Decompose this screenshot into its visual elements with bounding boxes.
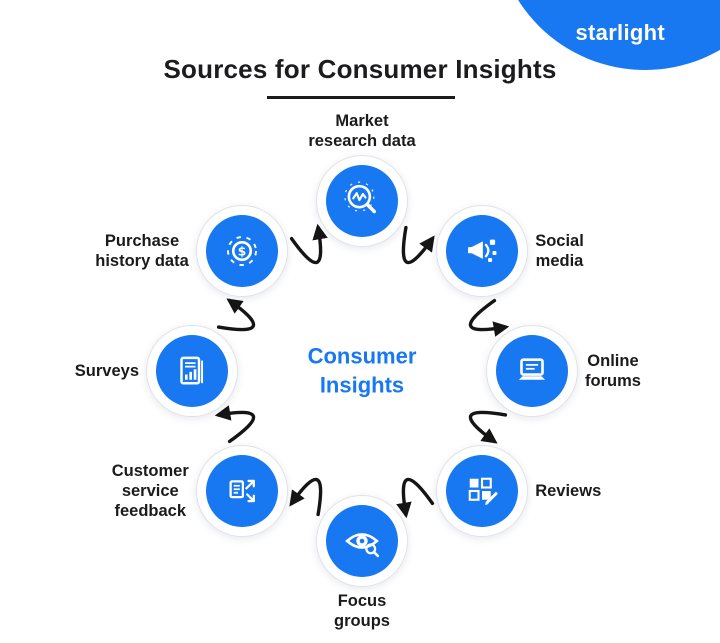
online-forums-label: Online forums xyxy=(585,351,641,390)
title-underline xyxy=(267,96,455,99)
node-market-research-data xyxy=(316,155,408,247)
documents-arrows-icon xyxy=(229,480,255,503)
survey-document-icon xyxy=(180,356,204,385)
node-purchase-history-data: $ xyxy=(195,204,288,297)
node-online-forums xyxy=(486,325,578,417)
surveys-circle xyxy=(156,335,228,407)
social-media-label: Social media xyxy=(535,231,584,270)
center-label-line2: Insights xyxy=(319,372,405,397)
focus-groups-label: Focus groups xyxy=(334,592,390,631)
customer-service-feedback-label: Customer service feedback xyxy=(111,462,189,521)
reviews-circle xyxy=(446,455,519,528)
page-title: Sources for Consumer Insights xyxy=(163,54,557,84)
reviews-label: Reviews xyxy=(535,482,602,501)
social-media-circle xyxy=(446,214,519,287)
laptop-icon xyxy=(518,358,546,380)
node-customer-service-feedback xyxy=(195,445,288,538)
svg-text:$: $ xyxy=(238,244,247,258)
purchase-history-data-circle: $ xyxy=(205,214,278,287)
purchase-history-data-label: Purchase history data xyxy=(95,231,189,270)
brand-logo-text: starlight xyxy=(575,20,665,45)
surveys-label: Surveys xyxy=(74,361,139,380)
customer-service-feedback-circle xyxy=(205,455,278,528)
node-focus-groups xyxy=(316,495,408,587)
review-grid-pencil-icon xyxy=(468,477,498,506)
social-media-icon xyxy=(468,239,497,262)
eye-magnifier-icon xyxy=(345,533,380,558)
center-label-line1: Consumer xyxy=(307,343,417,369)
market-research-data-label: Market research data xyxy=(308,111,416,150)
chart-magnifier-icon xyxy=(344,181,376,214)
node-social-media xyxy=(436,204,529,297)
center-label: Consumer Insights xyxy=(308,342,417,399)
node-reviews xyxy=(436,445,529,538)
focus-groups-circle xyxy=(326,505,398,577)
dollar-coin-icon: $ xyxy=(226,235,257,266)
market-research-data-circle xyxy=(326,165,398,237)
online-forums-circle xyxy=(496,335,568,407)
node-surveys xyxy=(146,325,238,417)
